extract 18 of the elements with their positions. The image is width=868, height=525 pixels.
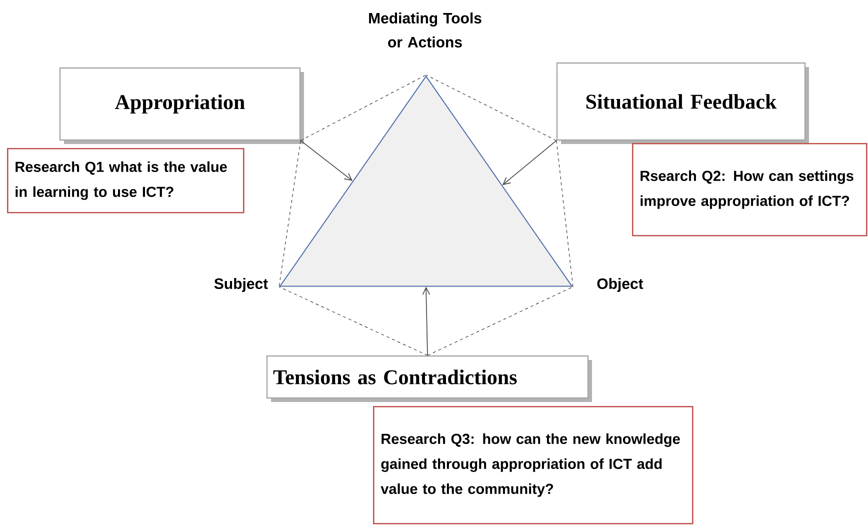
question-box: Research Q1 what is the value in learning to use ICT? xyxy=(7,148,244,214)
vertex-label: Subject xyxy=(214,278,268,292)
title-box: Appropriation xyxy=(59,67,304,144)
question-box: Rsearch Q2: How can settings improve appropriation of ICT? xyxy=(632,142,868,236)
dashed-line xyxy=(278,140,301,288)
question-box: Research Q3: how can the new knowledge gained through appropriation of ICT add value to the community? xyxy=(373,406,694,524)
title-box: Situational Feedback xyxy=(556,62,809,144)
arrow xyxy=(422,286,430,356)
title-box: Tensions as Contradictions xyxy=(266,355,592,402)
dashed-line xyxy=(556,140,574,288)
dashed-line xyxy=(300,74,426,141)
dashed-line xyxy=(426,74,557,141)
arrow xyxy=(502,140,557,186)
dashed-line xyxy=(278,286,428,356)
vertex-label: Object xyxy=(597,278,644,292)
vertex-label: Mediating Tools or Actions xyxy=(369,12,482,48)
dashed-line xyxy=(427,286,574,356)
arrow xyxy=(300,140,353,181)
